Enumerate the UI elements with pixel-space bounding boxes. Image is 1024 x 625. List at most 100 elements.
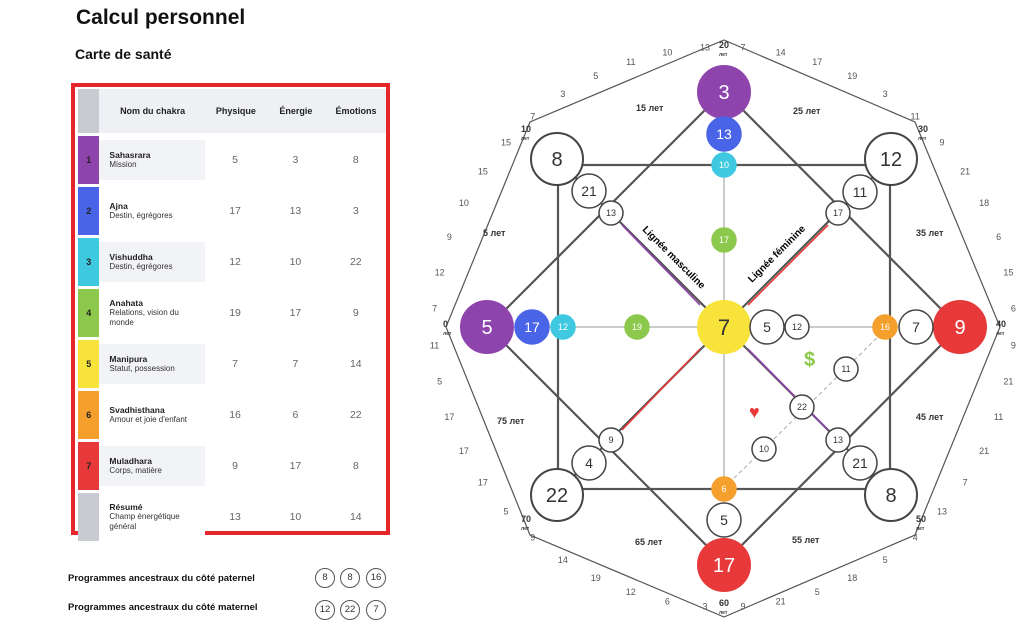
outer-number: 19	[591, 573, 601, 583]
outer-number: 9	[1011, 340, 1016, 350]
outer-number: 18	[979, 198, 989, 208]
chakra-name-cell: Manipura Statut, possession	[99, 344, 205, 384]
matrix-node-value: 11	[841, 364, 850, 374]
matrix-node-value: 12	[558, 322, 568, 332]
physique-value: 12	[229, 256, 241, 268]
chakra-row: 7 Muladhara Corps, matière 9 17 8	[78, 442, 386, 490]
chakra-name: Sahasrara	[109, 150, 151, 160]
outer-number: 5	[503, 507, 508, 517]
page-title: Calcul personnel	[76, 6, 246, 29]
chakra-number: 5	[78, 340, 100, 388]
age-labels: 0лет10лет20лет30лет40лет50лет60лет70лет5…	[443, 40, 1006, 616]
matrix-node-top3: 10	[711, 152, 737, 178]
matrix-node-value: 11	[853, 184, 868, 200]
age-unit: лет	[719, 52, 728, 58]
chakra-description: Champ énergétique général	[109, 512, 180, 531]
outer-number: 17	[812, 57, 822, 67]
dollar-icon: $	[804, 349, 815, 371]
chakra-row: Résumé Champ énergétique général 13 10 1…	[78, 493, 386, 541]
chakra-name-cell: Vishuddha Destin, égrégores	[99, 242, 205, 282]
age-label-a20: 20	[719, 40, 729, 50]
outer-number: 4	[913, 533, 918, 543]
chakra-number: 2	[78, 187, 100, 235]
emotions-value: 8	[352, 460, 359, 472]
age-unit: лет	[916, 526, 925, 532]
matrix-node-right: 9	[933, 300, 987, 354]
chakra-row: 2 Ajna Destin, égrégores 17 13 3	[78, 187, 386, 235]
arrow-feminine	[747, 224, 829, 306]
outer-number: 9	[939, 137, 944, 147]
matrix-node-love: 10	[751, 436, 777, 462]
matrix-node-value: 13	[716, 126, 732, 142]
outer-number: 13	[700, 43, 710, 53]
matrix-node-bl: 22	[530, 468, 584, 522]
outer-number: 7	[432, 304, 437, 314]
energie-value: 6	[292, 409, 299, 421]
matrix-node-value: 10	[759, 444, 769, 454]
chakra-row: 6 Svadhisthana Amour et joie d'enfant 16…	[78, 391, 386, 439]
emotions-value: 9	[352, 307, 359, 319]
outer-number: 7	[963, 478, 968, 488]
chakra-name: Ajna	[109, 201, 128, 211]
matrix-node-center: 7	[697, 300, 751, 354]
heart-icon: ♥	[749, 402, 760, 422]
energie-value: 10	[289, 256, 302, 268]
age-label-a25: 25 лет	[793, 106, 821, 116]
outer-number: 17	[444, 412, 454, 422]
chakra-description: Relations, vision du monde	[109, 308, 179, 327]
age-label-a50: 50	[916, 514, 926, 524]
chakra-description: Destin, égrégores	[109, 262, 173, 271]
emotions-value: 14	[349, 511, 362, 523]
outer-number: 12	[435, 267, 445, 277]
outer-number: 6	[996, 232, 1001, 242]
matrix-node-left: 5	[460, 300, 514, 354]
matrix-node-top2: 13	[706, 116, 742, 152]
chakra-row: 1 Sahasrara Mission 5 3 8	[78, 136, 386, 184]
matrix-node-value: 7	[912, 319, 920, 335]
matrix-node-value: 22	[546, 485, 568, 507]
age-label-a45: 45 лет	[916, 412, 944, 422]
paternal-program-3: 16	[366, 568, 386, 588]
matrix-node-tr3: 17	[825, 200, 851, 226]
matrix-node-value: 13	[833, 435, 843, 445]
header-emotions: Émotions	[335, 106, 377, 116]
chakra-row: 4 Anahata Relations, vision du monde 19 …	[78, 289, 386, 337]
chakra-description: Amour et joie d'enfant	[109, 415, 187, 424]
outer-number: 10	[662, 47, 672, 57]
matrix-node-value: 17	[524, 319, 540, 335]
outer-number: 15	[501, 137, 511, 147]
emotions-value: 14	[349, 358, 362, 370]
matrix-node-value: 17	[713, 555, 735, 577]
outer-number: 5	[437, 377, 442, 387]
maternal-program-1: 12	[315, 600, 335, 620]
outer-number: 5	[883, 555, 888, 565]
matrix-node-c2: 12	[784, 314, 810, 340]
outer-number: 10	[459, 198, 469, 208]
age-label-a60: 60	[719, 598, 729, 608]
age-label-a15: 15 лет	[636, 103, 664, 113]
age-unit: лет	[443, 331, 452, 337]
header-name: Nom du chakra	[120, 106, 186, 116]
matrix-node-value: 9	[954, 317, 965, 339]
matrix-node-value: 12	[792, 322, 802, 332]
age-label-a65: 65 лет	[635, 537, 663, 547]
matrix-node-br3: 13	[825, 427, 851, 453]
chakra-description: Statut, possession	[109, 364, 175, 373]
paternal-programs-label: Programmes ancestraux du côté paternel	[68, 573, 255, 584]
outer-number: 21	[960, 166, 970, 176]
matrix-node-bl3: 9	[598, 427, 624, 453]
energie-value: 17	[289, 307, 302, 319]
physique-value: 9	[232, 460, 238, 472]
outer-number: 11	[430, 340, 439, 350]
outer-number: 21	[776, 597, 786, 607]
outer-number: 3	[883, 89, 888, 99]
outer-number: 12	[626, 587, 636, 597]
matrix-node-value: 21	[852, 455, 868, 471]
physique-value: 5	[232, 154, 238, 166]
matrix-node-value: 21	[581, 183, 597, 199]
outer-number: 5	[593, 71, 598, 81]
matrix-node-value: 19	[632, 322, 642, 332]
matrix-node-bottom: 17	[697, 538, 751, 592]
outer-number: 15	[1003, 267, 1013, 277]
